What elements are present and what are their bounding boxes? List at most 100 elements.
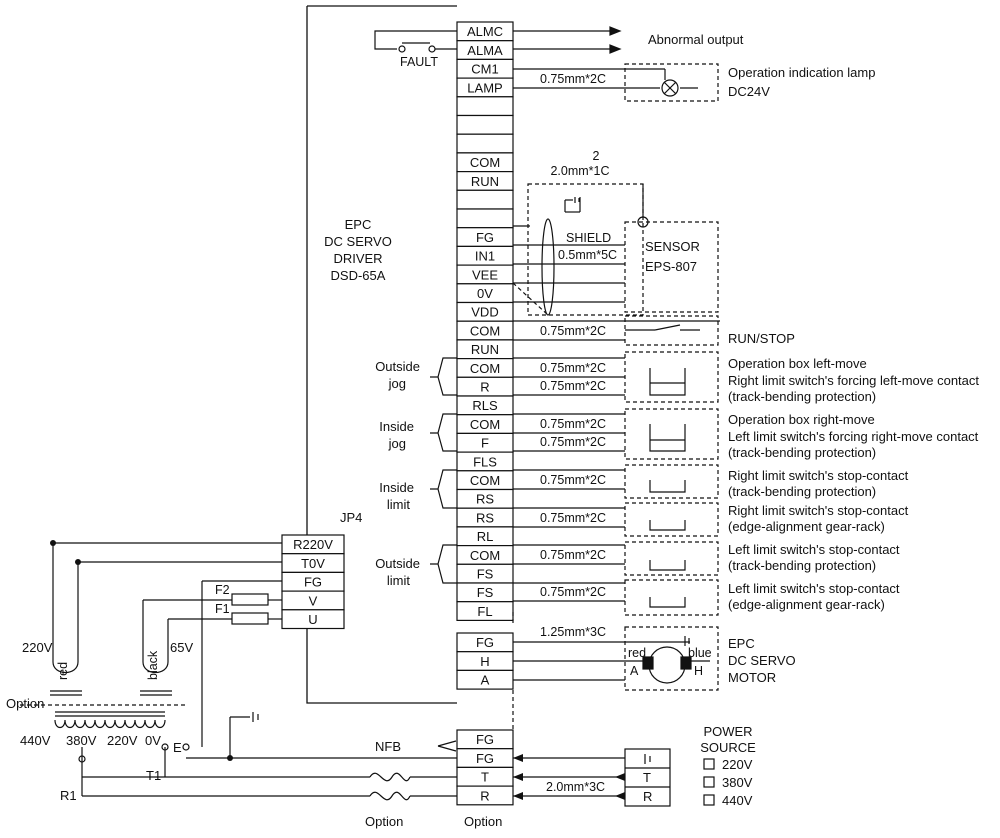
power-terminal-label: FG [476, 751, 494, 766]
node-dot-1 [50, 540, 56, 546]
terminal-label: COM [470, 323, 500, 338]
rl-stop-1: Right limit switch's stop-contact [728, 503, 909, 518]
fs-stop-2: (track-bending protection) [728, 558, 876, 573]
cable-fs: 0.75mm*2C [540, 548, 606, 562]
volt-380: 380V [722, 775, 753, 790]
power-terminal-label: T [481, 770, 489, 785]
f2-label: F2 [215, 583, 230, 597]
left-move-1: Operation box left-move [728, 356, 867, 371]
cable-fl: 0.75mm*2C [540, 585, 606, 599]
cable-r: 0.75mm*2C [540, 361, 606, 375]
motor-terminal-label: A [481, 673, 490, 688]
jp4-terminal-label: U [308, 612, 317, 627]
tx-red: red [56, 662, 70, 680]
power-source-1: POWER [703, 724, 752, 739]
terminal-label: LAMP [467, 80, 502, 95]
option-bottom-1: Option [365, 814, 403, 829]
terminal-label: COM [470, 417, 500, 432]
cable-rs: 0.75mm*2C [540, 473, 606, 487]
rs-stop-1: Right limit switch's stop-contact [728, 468, 909, 483]
p0: 0V [145, 733, 161, 748]
node-dot-3 [227, 755, 233, 761]
inside-limit-1: Inside [379, 480, 414, 495]
terminal-label: R [480, 380, 489, 395]
sensor-signal-cable: 0.5mm*5C [558, 248, 617, 262]
shield-label: SHIELD [566, 231, 611, 245]
p440: 440V [20, 733, 51, 748]
terminal-label: FLS [473, 454, 497, 469]
sensor-model: EPS-807 [645, 259, 697, 274]
motor-red: red [628, 646, 646, 660]
lamp-wires [513, 63, 719, 102]
inside-jog-1: Inside [379, 419, 414, 434]
inside-jog-2: jog [388, 436, 406, 451]
terminal-label: VEE [472, 267, 498, 282]
option-bottom-2: Option [464, 814, 502, 829]
terminal-label: F [481, 436, 489, 451]
sensor-cable: 2.0mm*1C [550, 164, 609, 178]
fs-stop-1: Left limit switch's stop-contact [728, 542, 900, 557]
motor-terminal-label: H [480, 654, 489, 669]
motor-a: A [630, 664, 639, 678]
terminal-label: 0V [477, 286, 493, 301]
motor-terminal-label: FG [476, 635, 494, 650]
fl-stop-1: Left limit switch's stop-contact [728, 581, 900, 596]
outside-limit-1: Outside [375, 556, 420, 571]
outside-jog-2: jog [388, 376, 406, 391]
inside-limit-2: limit [387, 497, 410, 512]
jp4-terminal-label: R220V [293, 537, 333, 552]
terminal-label: COM [470, 361, 500, 376]
terminal-label: RS [476, 492, 494, 507]
cable-f: 0.75mm*2C [540, 417, 606, 431]
motor-label-1: EPC [728, 636, 755, 651]
lamp-title: Operation indication lamp [728, 65, 875, 80]
right-move-1: Operation box right-move [728, 412, 875, 427]
sensor-cable-count: 2 [593, 149, 600, 163]
sensor-wires [512, 183, 719, 316]
terminal-block-jp4: R220V T0V FG VU [281, 534, 345, 630]
node-dot-2 [75, 559, 81, 565]
motor-cable: 1.25mm*3C [540, 625, 606, 639]
outside-limit-2: limit [387, 573, 410, 588]
jp4-terminal-label: T0V [301, 556, 325, 571]
cable-run: 0.75mm*2C [540, 324, 606, 338]
nfb-label: NFB [375, 739, 401, 754]
power-wires [82, 612, 715, 807]
abnormal-output-label: Abnormal output [648, 32, 744, 47]
t1-label: T1 [146, 768, 161, 783]
driver-model: DSD-65A [331, 268, 386, 283]
terminal-block-main: ALMCALMACM1LAMPCOMRUNFGIN1VEE0VVDDCOMRUN… [456, 21, 514, 622]
left-move-3: (track-bending protection) [728, 389, 876, 404]
option-left: Option [6, 696, 44, 711]
power-source-2: SOURCE [700, 740, 756, 755]
control-switch-wires [430, 315, 720, 616]
power-cable: 2.0mm*3C [546, 780, 605, 794]
terminal-cell [456, 96, 514, 117]
jp4-terminal-label: V [309, 593, 318, 608]
jp4-terminal-label: FG [304, 575, 322, 590]
lamp-voltage: DC24V [728, 84, 770, 99]
cable-fls: 0.75mm*2C [540, 435, 606, 449]
p380: 380V [66, 733, 97, 748]
e-label: E [173, 740, 182, 755]
terminal-label: IN1 [475, 249, 495, 264]
tx-black: black [146, 650, 160, 680]
terminal-label: CM1 [471, 62, 498, 77]
motor-label-3: MOTOR [728, 670, 776, 685]
f1-label: F1 [215, 602, 230, 616]
motor-label-2: DC SERVO [728, 653, 796, 668]
left-move-2: Right limit switch's forcing left-move c… [728, 373, 979, 388]
jp4-label: JP4 [340, 510, 362, 525]
motor-h: H [694, 664, 703, 678]
terminal-label: COM [470, 155, 500, 170]
tx-65: 65V [170, 640, 193, 655]
abnormal-output-wires [374, 26, 622, 54]
r1-label: R1 [60, 788, 77, 803]
terminal-label: FS [477, 585, 494, 600]
tx-220: 220V [22, 640, 53, 655]
terminal-label: VDD [471, 305, 498, 320]
terminal-label: FS [477, 567, 494, 582]
motor-blue: blue [688, 646, 712, 660]
rl-stop-2: (edge-alignment gear-rack) [728, 519, 885, 534]
